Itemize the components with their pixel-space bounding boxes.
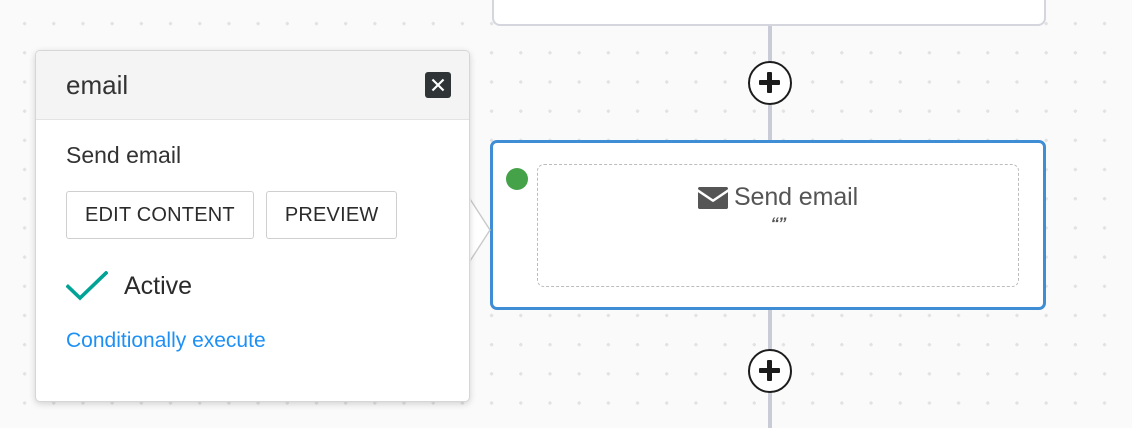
popup-body: Send email EDIT CONTENT PREVIEW Active C…	[36, 120, 469, 353]
node-subtitle: “”	[770, 214, 787, 233]
workflow-node-above[interactable]	[492, 0, 1046, 26]
connector-line-middle	[768, 105, 772, 142]
node-settings-popup[interactable]: email Send email EDIT CONTENT PREVIEW Ac	[35, 50, 470, 402]
connector-line-top	[768, 0, 772, 62]
popup-section-label: Send email	[66, 142, 182, 168]
add-step-button-below[interactable]	[748, 349, 792, 393]
popup-title: email	[66, 69, 129, 100]
check-icon	[66, 271, 108, 301]
connector-line-lower	[768, 309, 772, 350]
conditionally-execute-link[interactable]: Conditionally execute	[66, 329, 266, 352]
edit-content-button[interactable]: EDIT CONTENT	[66, 191, 254, 239]
popup-action-buttons: EDIT CONTENT PREVIEW	[66, 191, 439, 239]
popup-header: email	[36, 51, 469, 120]
preview-button[interactable]: PREVIEW	[265, 191, 398, 239]
connector-line-bottom	[768, 392, 772, 428]
status-dot-active	[506, 168, 528, 190]
close-button[interactable]	[425, 72, 451, 98]
envelope-icon	[697, 186, 728, 209]
active-status-row[interactable]: Active	[66, 271, 439, 301]
close-x-icon	[431, 78, 445, 92]
add-step-button-above[interactable]	[748, 61, 792, 105]
active-label: Active	[124, 271, 193, 300]
node-dashed-body: Send email “”	[537, 164, 1019, 287]
popup-pointer-arrow	[469, 198, 491, 262]
workflow-node-send-email[interactable]: Send email “”	[490, 140, 1046, 310]
node-title: Send email	[733, 183, 859, 211]
node-title-row: Send email	[697, 183, 859, 212]
